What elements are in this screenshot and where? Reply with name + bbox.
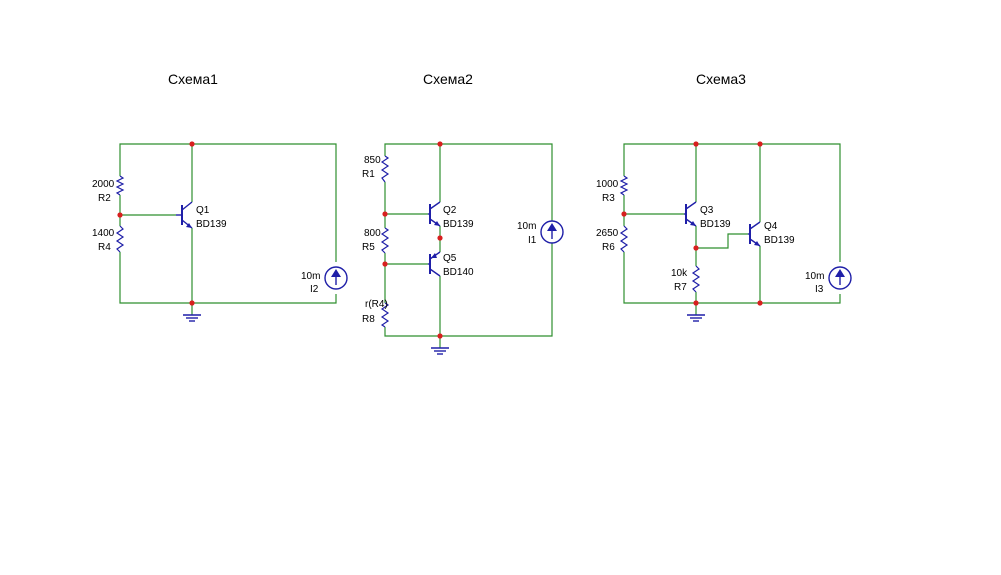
schema3-title: Схема3 [696,71,746,87]
transistor-q2-npn[interactable]: Q2 BD139 [428,201,474,230]
r2-value: 2000 [92,179,115,190]
r5-ref: R5 [362,242,375,253]
i2-value: 10m [301,271,320,282]
q4-model: BD139 [764,235,795,246]
ground-symbol-1 [183,314,201,322]
r4-ref: R4 [98,242,111,253]
q5-model: BD140 [443,267,474,278]
schema2: 850 R1 800 R5 r(R4) R8 Q2 BD139 [362,141,564,355]
r8-value: r(R4) [365,299,388,310]
transistor-q3-npn[interactable]: Q3 BD139 [684,201,731,230]
schema3: 1000 R3 2650 R6 10k R7 Q3 BD139 [596,141,852,322]
r5-value: 800 [364,228,381,239]
i3-value: 10m [805,271,824,282]
r6-ref: R6 [602,242,615,253]
schema1: 2000 R2 1400 R4 Q1 BD139 10m I2 [92,141,348,322]
ground-symbol-2 [431,347,449,355]
r8-ref: R8 [362,314,375,325]
current-source-i1[interactable]: 10m I1 [517,220,564,246]
q4-ref: Q4 [764,221,778,232]
i1-value: 10m [517,221,536,232]
resistor-r1[interactable]: 850 R1 [362,155,390,183]
q2-ref: Q2 [443,205,457,216]
i3-ref: I3 [815,284,824,295]
q3-model: BD139 [700,219,731,230]
transistor-q1-npn[interactable]: Q1 BD139 [176,201,227,230]
r3-ref: R3 [602,193,615,204]
current-source-i2[interactable]: 10m I2 [301,266,348,295]
resistor-r3[interactable]: 1000 R3 [596,175,629,204]
schema1-wires [119,143,337,315]
r1-value: 850 [364,155,381,166]
i1-ref: I1 [528,235,537,246]
q3-ref: Q3 [700,205,714,216]
resistor-r4[interactable]: 1400 R4 [92,225,125,253]
schema2-nodes [382,141,443,339]
schema2-wires [384,143,553,348]
resistor-r5[interactable]: 800 R5 [362,227,390,254]
r7-ref: R7 [674,282,687,293]
q1-ref: Q1 [196,205,210,216]
schema1-nodes [117,141,195,306]
schema3-wires [623,143,841,315]
r3-value: 1000 [596,179,619,190]
transistor-q5-pnp[interactable]: Q5 BD140 [428,251,474,278]
ground-symbol-3 [687,314,705,322]
i2-ref: I2 [310,284,319,295]
q1-model: BD139 [196,219,227,230]
r6-value: 2650 [596,228,619,239]
schema1-title: Схема1 [168,71,218,87]
resistor-r8[interactable]: r(R4) R8 [362,299,390,328]
schema2-title: Схема2 [423,71,473,87]
r7-value: 10k [671,268,688,279]
r4-value: 1400 [92,228,115,239]
transistor-q4-npn[interactable]: Q4 BD139 [748,221,795,247]
resistor-r6[interactable]: 2650 R6 [596,225,629,253]
resistor-r7[interactable]: 10k R7 [671,265,701,293]
r2-ref: R2 [98,193,111,204]
resistor-r2[interactable]: 2000 R2 [92,175,125,204]
current-source-i3[interactable]: 10m I3 [805,266,852,295]
q5-ref: Q5 [443,253,457,264]
schema3-nodes [621,141,763,306]
q2-model: BD139 [443,219,474,230]
r1-ref: R1 [362,169,375,180]
